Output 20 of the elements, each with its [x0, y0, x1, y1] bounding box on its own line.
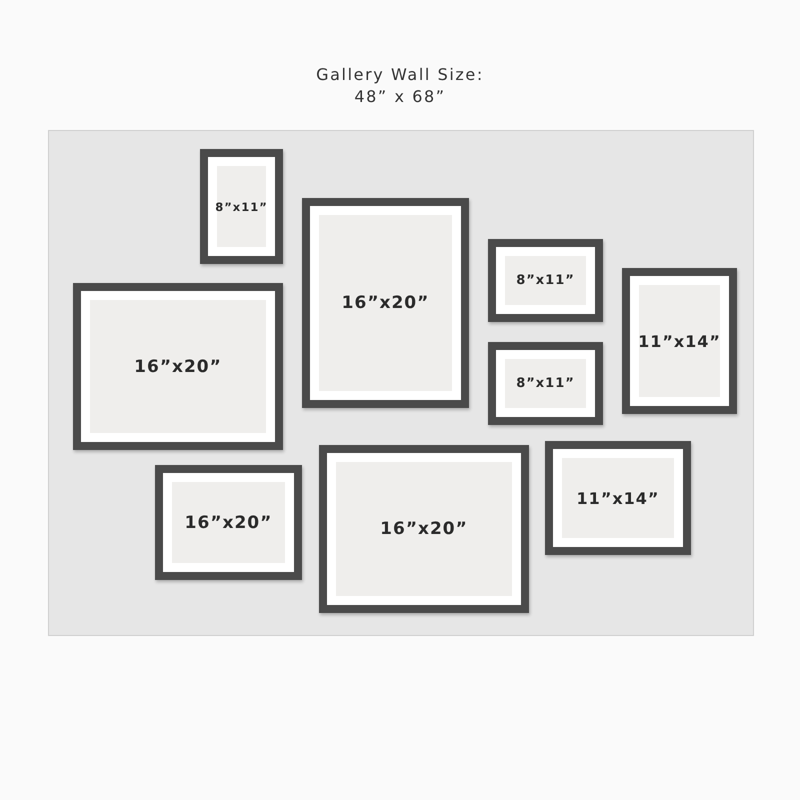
- size-label: 8”x11”: [215, 200, 268, 214]
- size-label: 11”x14”: [638, 332, 721, 350]
- size-label: 16”x20”: [184, 512, 272, 532]
- picture-frame: [302, 198, 469, 408]
- size-label: 16”x20”: [342, 293, 430, 313]
- picture-frame: [488, 342, 603, 425]
- picture-frame: [155, 465, 302, 580]
- size-label: 11”x14”: [576, 488, 660, 508]
- size-label: 8”x11”: [516, 376, 575, 391]
- size-label: 16”x20”: [134, 356, 222, 376]
- picture-frame: [73, 283, 283, 450]
- title: Gallery Wall Size: 48” x 68”: [315, 64, 485, 108]
- picture-frame: [545, 441, 691, 555]
- picture-frame: [488, 239, 603, 322]
- picture-frame: [200, 149, 283, 264]
- picture-frame: [319, 445, 529, 613]
- picture-frame: [622, 268, 737, 414]
- size-label: 16”x20”: [380, 519, 468, 539]
- size-label: 8”x11”: [516, 273, 575, 288]
- wall-panel: [48, 130, 754, 636]
